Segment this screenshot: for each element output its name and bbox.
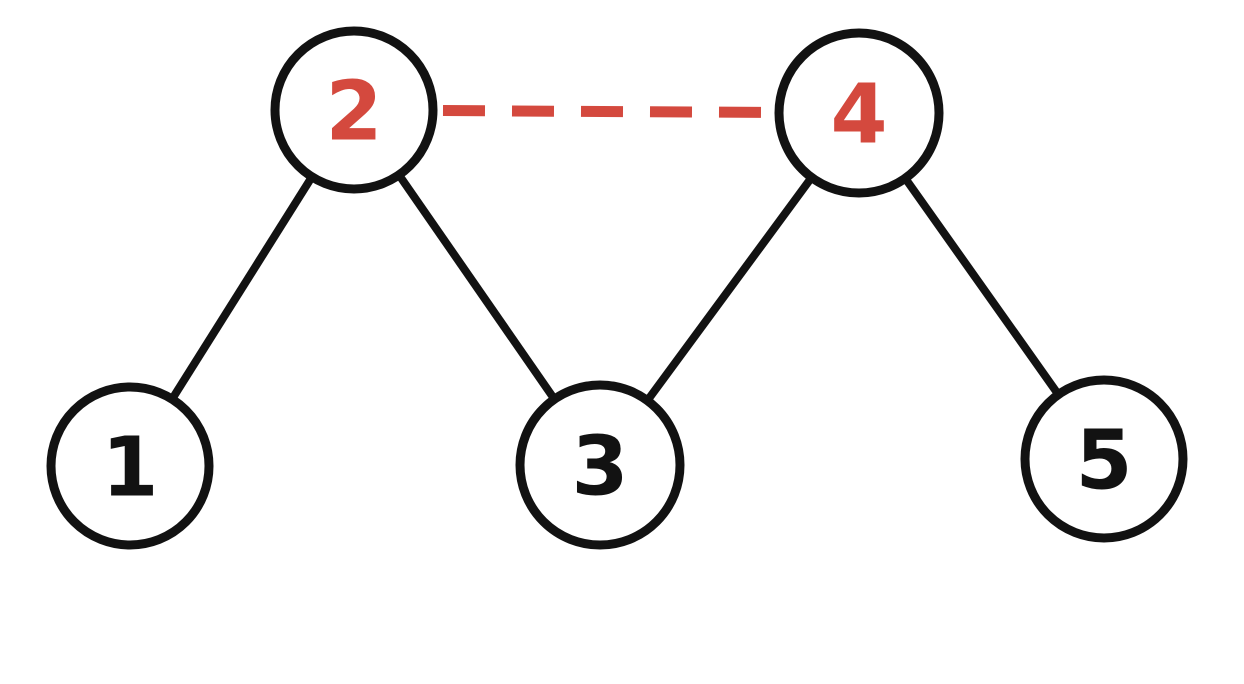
node-label-1: 1 — [101, 421, 158, 516]
graph-node-5: 5 — [1020, 375, 1188, 543]
node-label-5: 5 — [1075, 414, 1132, 509]
node-circle-4 — [774, 28, 944, 198]
node-label-2: 2 — [325, 65, 382, 160]
node-circle-3 — [515, 380, 685, 550]
graph-node-2: 2 — [270, 26, 438, 194]
node-label-3: 3 — [571, 420, 628, 515]
graph-node-4: 4 — [774, 28, 944, 198]
highlighted-edge-2-4 — [442, 105, 770, 118]
node-circle-1 — [46, 382, 214, 550]
node-label-4: 4 — [830, 68, 887, 163]
graph-node-1: 1 — [46, 382, 214, 550]
node-circle-2 — [270, 26, 438, 194]
node-circle-5 — [1020, 375, 1188, 543]
graph-node-3: 3 — [515, 380, 685, 550]
